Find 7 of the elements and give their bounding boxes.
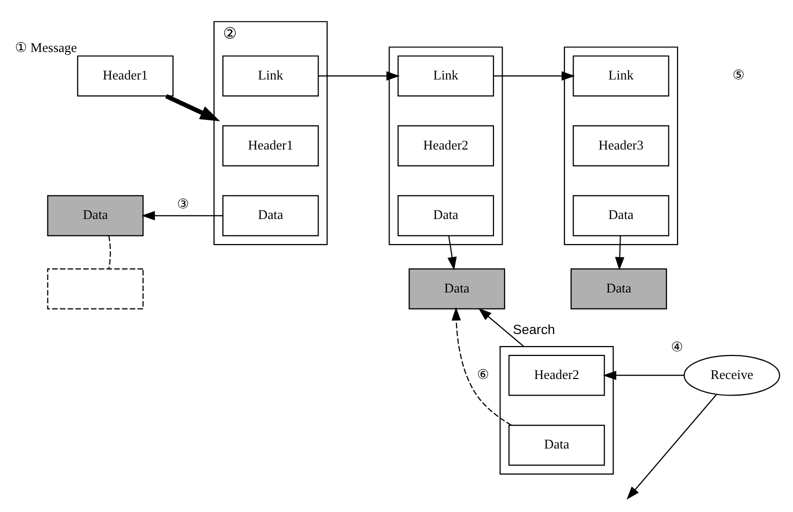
edge-label: ⑥ — [476, 366, 488, 382]
node-label: ① Message — [14, 40, 76, 56]
node-label: ④ — [670, 340, 682, 355]
edge-label: ③ — [176, 196, 188, 212]
node-label: ② — [222, 25, 237, 42]
label: ⑤ — [732, 67, 744, 82]
edge-label: Search — [512, 322, 555, 337]
